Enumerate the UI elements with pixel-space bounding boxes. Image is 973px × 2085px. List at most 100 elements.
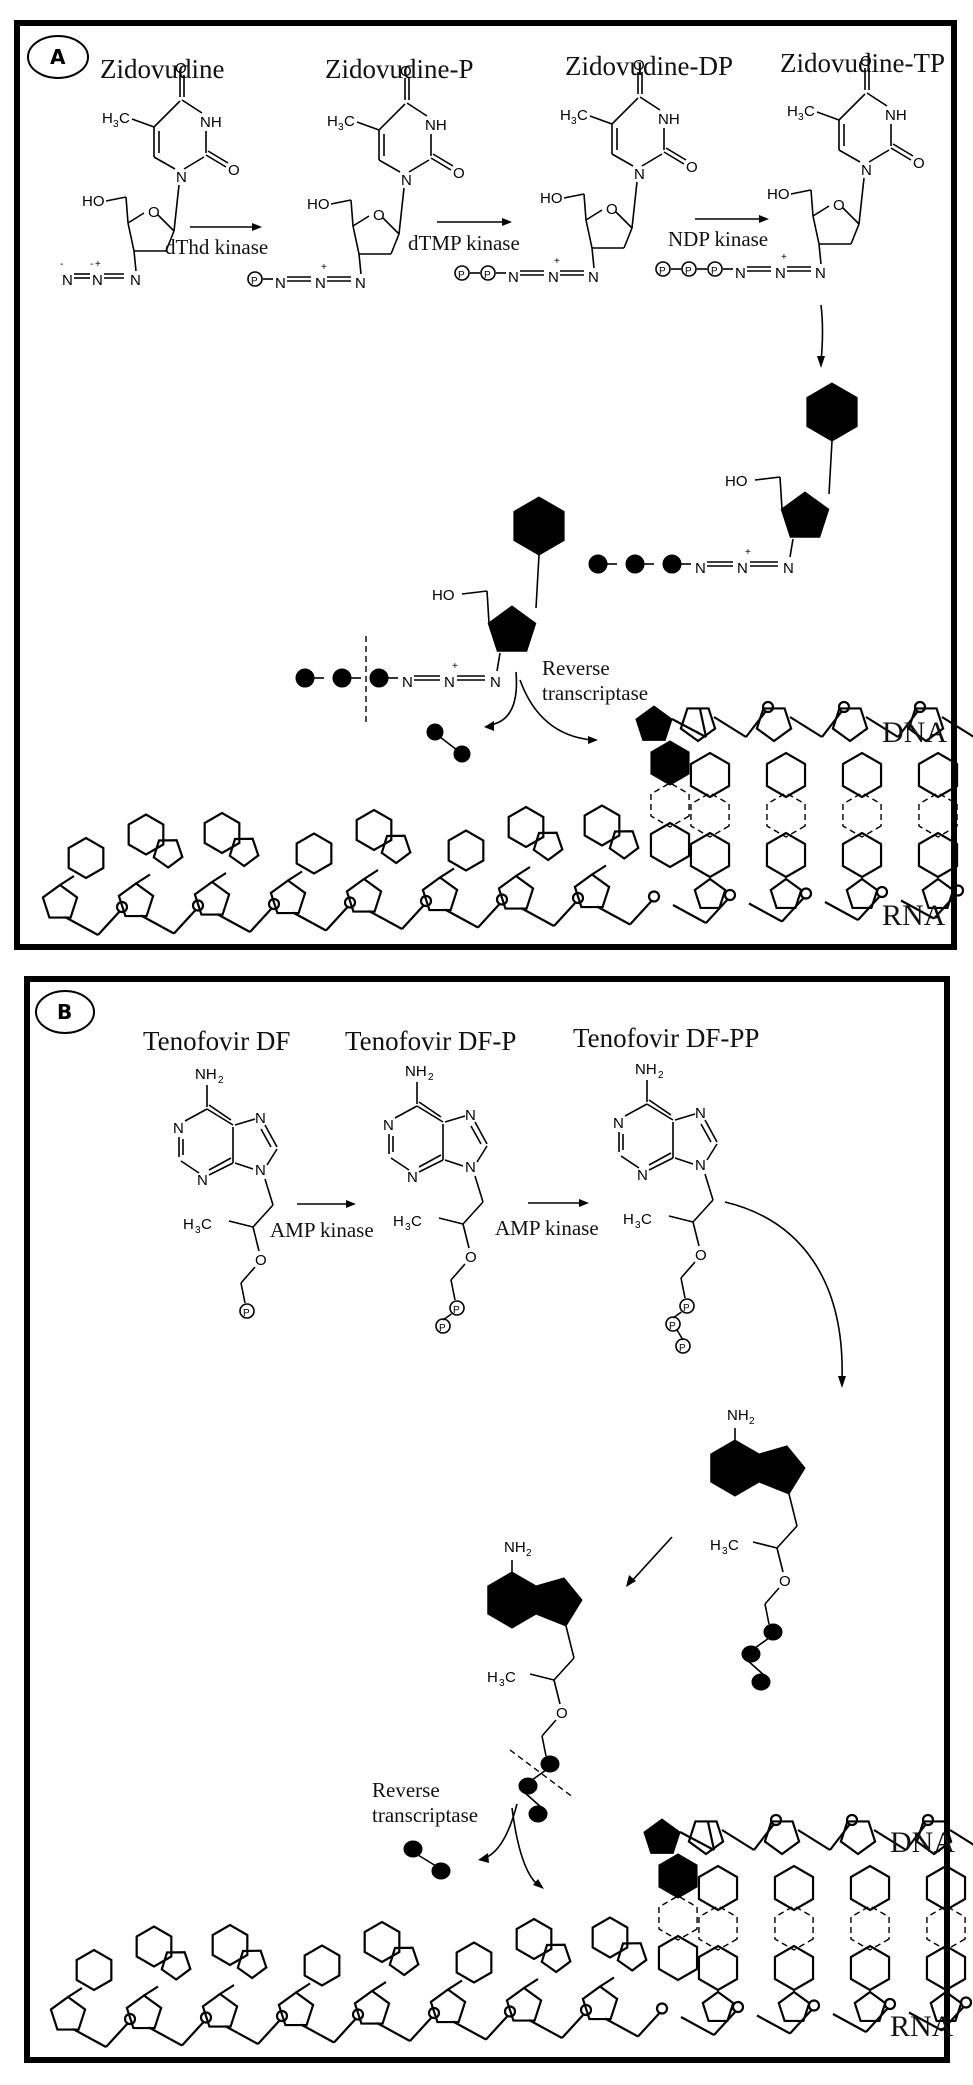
backbone (596, 905, 631, 926)
backbone (824, 901, 859, 921)
bond (789, 538, 794, 558)
purine-six-ring (211, 1923, 249, 1967)
atom-label: H (102, 110, 113, 127)
purine-five-ring (152, 839, 184, 869)
bond (818, 243, 822, 265)
bond (131, 118, 155, 128)
bond (866, 92, 888, 107)
base-ring (841, 831, 883, 879)
bond (208, 1157, 232, 1171)
bond (208, 1162, 234, 1176)
atom-label: NH (425, 117, 447, 134)
filled-pentagon-icon (535, 1577, 583, 1627)
dna-sugar-ring (679, 707, 717, 743)
bond (541, 1719, 557, 1737)
bond (183, 156, 205, 170)
base-ring (701, 1990, 735, 2023)
dna-backbone (949, 1829, 973, 1846)
backbone (604, 2017, 639, 2038)
sugar-ring (497, 874, 535, 910)
circled-P-icon: P (665, 1316, 681, 1332)
duplex-strands (41, 700, 973, 936)
base-ring (849, 1864, 891, 1912)
atom-label: N (197, 1172, 208, 1189)
backbone (933, 893, 957, 920)
atom-label: C (804, 103, 815, 120)
bond (779, 476, 783, 510)
base-ring (849, 1944, 891, 1992)
hydrogen-bond-ring (774, 1905, 814, 1951)
glycosidic-bond (363, 869, 379, 880)
backbone (97, 910, 121, 936)
phosphate-node (959, 1996, 973, 2009)
compound-title-zidovudine-dp: Zidovudine-DP (565, 51, 733, 81)
bond (330, 199, 352, 205)
backbone (781, 896, 805, 923)
bond (890, 147, 912, 161)
filled-circle-icon (588, 554, 608, 574)
filled-circle-icon (528, 1805, 548, 1823)
dna-backbone (873, 1829, 907, 1851)
panel-b-badge-circle (35, 990, 95, 1034)
azido-group: NN-N-+ (60, 259, 141, 289)
backbone (756, 2014, 791, 2035)
bond (641, 153, 663, 167)
bond (208, 1104, 232, 1121)
bond (565, 1625, 575, 1659)
bond (382, 217, 400, 235)
reaction-arrow-b2 (528, 1199, 589, 1207)
bond (648, 1157, 674, 1171)
backbone (333, 2017, 357, 2044)
pyrimidine-ring (447, 829, 485, 872)
dna-nucleotide (679, 700, 775, 743)
atom-label: HO (82, 193, 105, 210)
phosphate-node (799, 887, 813, 900)
reaction-arrow-b1 (297, 1200, 356, 1208)
bond (868, 149, 890, 163)
bond (358, 253, 362, 275)
dna-phosphate-node (921, 1813, 935, 1827)
bond (486, 590, 490, 624)
pyrophosphate-released-a (426, 723, 471, 763)
circled-P-icon: P (435, 1318, 451, 1334)
atom-label: N (783, 560, 794, 577)
atom-label: 2 (218, 1075, 224, 1086)
incorporated-sugar (643, 1818, 681, 1854)
bond (390, 233, 400, 255)
circled-P-icon: P (679, 1298, 695, 1314)
bond (790, 189, 812, 195)
purine-five-ring (380, 834, 412, 865)
base-ring (917, 831, 959, 879)
sugar-ring (421, 876, 459, 912)
bond (476, 1145, 488, 1163)
circled-P-icon: P (681, 261, 697, 277)
bond (752, 1541, 778, 1549)
bond (812, 205, 830, 217)
atom-label: NH (195, 1066, 217, 1083)
atom-label: HO (307, 196, 330, 213)
atom-label: N (402, 674, 413, 691)
incorporated-sugar (635, 705, 673, 741)
dna-backbone (679, 1831, 715, 1851)
purine-six-ring (507, 805, 545, 849)
atom-label: O (833, 197, 845, 214)
atom-label: 3 (195, 1225, 201, 1236)
pyrimidine-ring (455, 1941, 493, 1984)
bond (133, 250, 137, 272)
backbone (553, 901, 577, 927)
bond (553, 1657, 575, 1681)
bond (462, 1201, 484, 1225)
filled-circle-icon (332, 668, 352, 688)
purine-six-ring (591, 1916, 629, 1959)
compound-title-tenofovir-df: Tenofovir DF (143, 1026, 290, 1056)
atom-label: 2 (428, 1072, 434, 1083)
bond (704, 1173, 714, 1201)
bond (631, 181, 638, 229)
atom-label: N (255, 1162, 266, 1179)
atom-label: + (781, 252, 787, 263)
bond (252, 1204, 274, 1228)
atom-label: O (400, 63, 412, 80)
backbone (520, 907, 555, 927)
